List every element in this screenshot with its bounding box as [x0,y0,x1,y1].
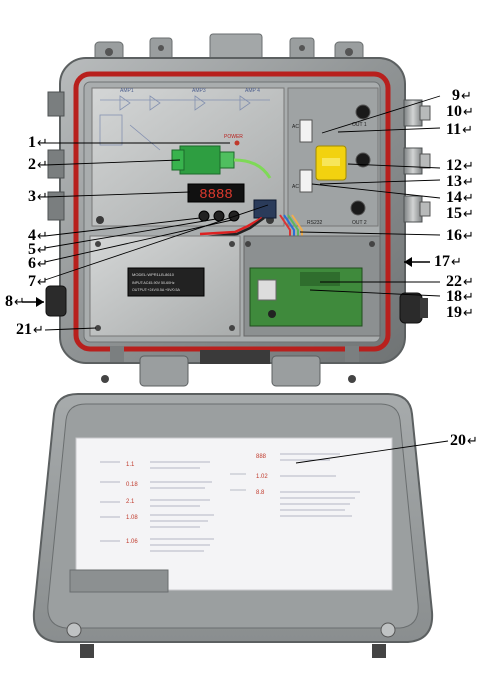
callout-14: 14↵ [446,189,474,206]
red-gasket [73,71,391,352]
svg-text:OUT 2: OUT 2 [352,220,367,226]
svg-text:0.18: 0.18 [126,482,138,488]
hinges [101,346,359,387]
panel-text-right: AC 1 AC OUT 1 OUT 2 RS232 [292,122,367,226]
svg-text:8.8: 8.8 [256,490,265,496]
led-display-digits: 8888 [199,187,233,203]
callout-2: 2↵ [28,156,48,173]
callout-12: 12↵ [446,157,474,174]
svg-text:1.06: 1.06 [126,539,138,545]
callout-22: 22↵ [446,273,474,290]
leader-lines [44,95,449,464]
svg-text:1.08: 1.08 [126,515,138,521]
model-line3: OUTPUT:+24V/0.5A +5V/0.5A [132,288,181,292]
model-plate [127,267,205,297]
panel-text: AMP1 AMP3 AMP 4 POWER [120,88,260,140]
svg-text:AMP3: AMP3 [192,88,206,94]
instruction-codes: 1.1 0.18 2.1 1.08 1.06 888 1.02 8.8 [126,454,268,545]
callout-4: 4↵ [28,227,48,244]
svg-text:888: 888 [256,454,267,460]
callout-3: 3↵ [28,188,48,205]
svg-text:RS232: RS232 [307,220,323,226]
callout-1: 1↵ [28,134,48,151]
callout-20: 20↵ [450,432,478,449]
instruction-text-lines [100,453,360,552]
control-buttons [198,210,240,222]
instruction-sheet [75,437,393,591]
arrow-17 [404,257,430,267]
callout-8: 8↵ [5,293,25,310]
callout-11: 11↵ [446,121,474,138]
lid-label-recess [69,569,169,593]
callout-17: 17↵ [434,253,462,270]
fuse-ac1 [299,119,313,143]
callout-7: 7↵ [28,273,48,290]
test-port-out2 [350,200,366,216]
svg-text:1.1: 1.1 [126,462,135,468]
lid-bolts [66,622,396,658]
svg-text:POWER: POWER [224,134,243,140]
svg-text:AMP 4: AMP 4 [245,88,260,94]
left-side-connectors [45,91,67,317]
callout-6: 6↵ [28,255,48,272]
power-led [234,140,240,146]
callout-19: 19↵ [446,304,474,321]
svg-text:AC 1: AC 1 [292,124,303,130]
model-line1: MODEL:WPR1LB-8610 [132,272,175,277]
test-port-out1 [355,104,371,120]
svg-text:2.1: 2.1 [126,499,135,505]
arrow-8 [22,297,44,307]
right-side-connectors [399,99,431,324]
svg-text:OUT 1: OUT 1 [352,122,367,128]
callout-10: 10↵ [446,103,474,120]
svg-text:AC: AC [292,184,299,190]
svg-text:1.02: 1.02 [256,474,268,480]
fuse-ac2 [299,169,313,193]
callout-13: 13↵ [446,173,474,190]
callout-21: 21↵ [16,321,44,338]
callout-18: 18↵ [446,288,474,305]
callout-16: 16↵ [446,227,474,244]
svg-text:AMP1: AMP1 [120,88,134,94]
test-port-mid [355,152,371,168]
led-display [187,183,245,203]
model-line2: INPUT:AC45-90V 50-60Hz [132,281,175,285]
callout-15: 15↵ [446,205,474,222]
circuit-silkscreen [99,95,270,151]
callout-9: 9↵ [452,87,472,104]
callout-5: 5↵ [28,241,48,258]
